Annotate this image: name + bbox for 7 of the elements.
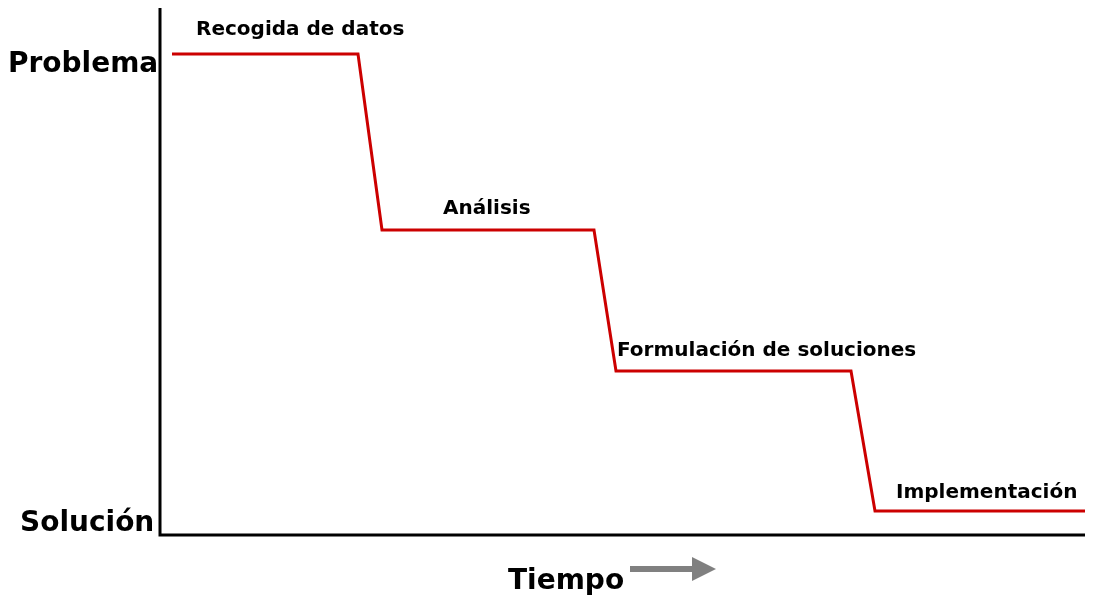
phase-label: Recogida de datos [196,16,405,41]
phase-label: Implementación [896,479,1078,504]
axis-label: Tiempo [508,562,625,597]
phase-label: Análisis [443,195,531,220]
axis-label: Problema [8,45,159,80]
axis-label: Solución [20,504,155,539]
phase-label: Formulación de soluciones [617,337,917,362]
